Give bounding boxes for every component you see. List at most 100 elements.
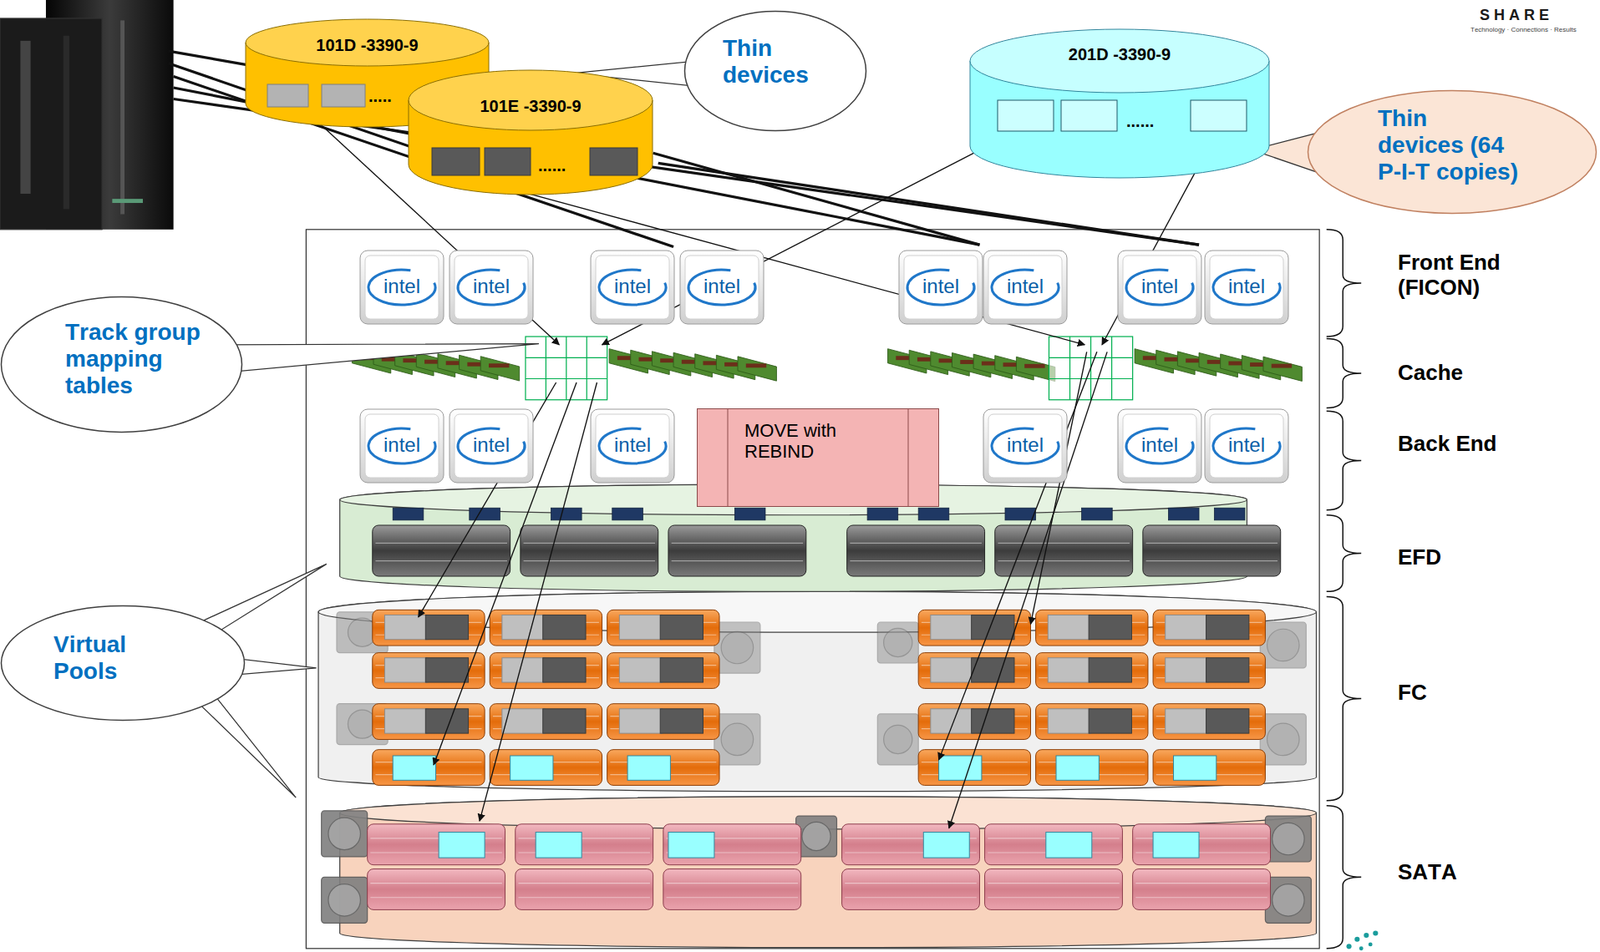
disk-edge: [671, 560, 804, 562]
memory-chip: [1024, 364, 1045, 369]
process-box-divider: [908, 409, 910, 508]
disk-stack: [995, 525, 1133, 577]
hard-drive-platter: [883, 725, 913, 754]
hard-drive: [321, 811, 368, 858]
disk-edge: [1146, 560, 1279, 562]
track-group: [619, 709, 662, 734]
memory-chip: [1271, 364, 1292, 369]
disk-edge: [849, 560, 982, 562]
cylinder-top: [408, 70, 653, 131]
flash-board: [469, 507, 501, 521]
mapping-table-line: [1048, 357, 1133, 359]
track-group: [1165, 709, 1209, 734]
processor-chip: intel: [679, 249, 765, 326]
node-text: Track group mapping tables: [65, 319, 212, 401]
logo-dot: [1346, 944, 1352, 950]
track-group: [627, 756, 671, 781]
track-group: [619, 658, 662, 683]
disk-stack: [918, 653, 1031, 690]
chip-body: [1204, 250, 1289, 325]
disk-stack: [985, 824, 1123, 866]
callout-bubble: Thin devices: [683, 10, 868, 133]
disk-edge: [375, 543, 508, 544]
disk-stack: [1036, 609, 1148, 646]
track-group: [1206, 614, 1250, 640]
disk-edge: [518, 897, 651, 899]
disk-edge: [370, 897, 503, 899]
disk-edge: [987, 897, 1120, 899]
flash-board: [867, 507, 899, 521]
node-text: intel: [982, 433, 1068, 458]
disk-edge: [523, 560, 656, 562]
disk-edge: [666, 883, 799, 884]
chip-body: [360, 250, 444, 325]
cylinder-top: [970, 29, 1270, 93]
track-group: [425, 658, 468, 683]
disk-stack: [1153, 609, 1265, 646]
flash-board: [392, 507, 424, 521]
process-box: MOVE with REBIND: [696, 408, 940, 508]
node-text: 101E -3390-9: [407, 96, 654, 117]
node-text: intel: [448, 274, 534, 299]
track-group: [668, 833, 715, 859]
callout-bubble: Track group mapping tables: [0, 295, 244, 434]
mapping-arrow: [1031, 351, 1087, 625]
disk-edge: [1146, 543, 1279, 544]
disk-stack: [1153, 653, 1265, 690]
logo-dot: [1363, 933, 1369, 939]
tier-label: EFD: [1397, 545, 1442, 571]
disk-edge: [518, 883, 651, 884]
illustration-layer: [0, 0, 1378, 951]
thin-device-cylinder: 101E -3390-9......: [407, 69, 654, 196]
callout-outline: [685, 11, 867, 132]
node-text: intel: [448, 433, 534, 458]
processor-chip: intel: [1117, 249, 1203, 326]
processor-chip: intel: [1117, 408, 1203, 484]
hard-drive-platter: [1272, 822, 1305, 855]
flash-board: [734, 507, 766, 521]
callout-outline: [1, 606, 245, 722]
disk-stack: [842, 824, 981, 866]
track-group: [321, 84, 366, 107]
track-group: [971, 614, 1015, 640]
hard-drive: [1264, 816, 1311, 863]
disk-stack: [1036, 653, 1148, 690]
logo-dot: [1368, 942, 1373, 947]
track-group: [1173, 756, 1216, 781]
disk-stack: [367, 824, 506, 866]
node-text: intel: [359, 274, 445, 299]
track-group: [930, 709, 974, 734]
hard-drive-platter: [721, 723, 753, 756]
track-group: [384, 614, 427, 640]
disk-stack: [607, 750, 720, 787]
hard-drive: [1259, 622, 1306, 669]
track-group: [431, 147, 480, 176]
callout-bubble: Virtual Pools: [0, 604, 246, 722]
flash-board: [1081, 507, 1113, 521]
node-text: intel: [982, 274, 1068, 299]
mapping-table-line: [1048, 378, 1133, 380]
track-group: [392, 756, 436, 781]
track-group: [660, 709, 703, 734]
track-group: [267, 84, 309, 107]
host-cable: [168, 50, 256, 67]
mapping-arrow: [433, 382, 577, 766]
track-group: [930, 614, 974, 640]
track-group: [1047, 614, 1091, 640]
flash-board: [1168, 507, 1199, 521]
disk-edge: [375, 560, 508, 562]
disk-stack: [847, 525, 986, 577]
processor-chip: intel: [589, 408, 676, 484]
disk-stack: [1132, 824, 1271, 866]
node-text: intel: [1203, 433, 1290, 458]
tier-brace: [1326, 411, 1362, 510]
disk-stack: [1036, 704, 1148, 741]
chip-body: [590, 409, 675, 483]
disk-stack: [1153, 750, 1265, 787]
flash-board: [551, 507, 583, 521]
disk-stack: [918, 704, 1031, 741]
mapping-table-line: [586, 336, 588, 401]
hard-drive-platter: [883, 628, 913, 657]
track-group: [930, 658, 974, 683]
node-text: Thin devices (64 P-I-T copies): [1377, 105, 1519, 187]
